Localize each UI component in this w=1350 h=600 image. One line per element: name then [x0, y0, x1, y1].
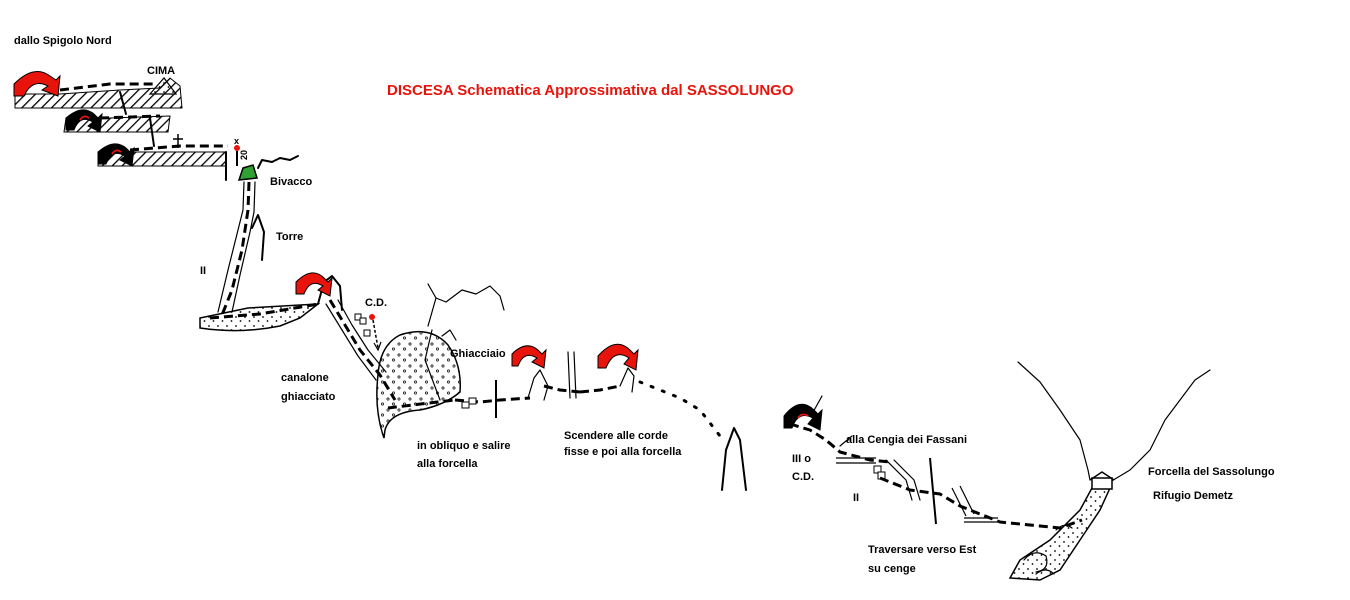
rock-outline [885, 459, 913, 501]
label-obliquo: in obliquo e salire [417, 440, 511, 452]
forcella-rock [527, 369, 549, 401]
label-dallo-spigolo-nord: dallo Spigolo Nord [14, 35, 112, 47]
rock-outline [427, 283, 437, 327]
svg-text:x: x [234, 136, 239, 146]
route-oblique [454, 396, 531, 404]
curved-arrow-icon [783, 403, 823, 431]
label-forcella: Forcella del Sassolungo [1148, 466, 1275, 478]
canalone-wall-right [337, 299, 387, 373]
rock-outline [839, 435, 853, 447]
abseil-length: 20 [239, 150, 249, 160]
route-dotted [638, 380, 722, 438]
rock-outline [893, 459, 921, 501]
route-fixed-ropes [579, 384, 621, 394]
route-traverse [879, 476, 1083, 530]
gully-wall-left [217, 181, 245, 313]
rock-outline [619, 367, 635, 393]
rock-outline [441, 329, 457, 341]
curved-arrow-icon [511, 345, 547, 369]
route-terrace [209, 302, 319, 320]
fixed-rope [573, 351, 577, 399]
valley-left-ridge [1017, 361, 1091, 481]
summit-ridge [14, 77, 227, 181]
label-ghiacciato: ghiacciato [281, 391, 336, 403]
hut-icon [1089, 471, 1115, 490]
gully-wall-right [231, 181, 256, 313]
label-torre: Torre [276, 231, 303, 243]
label-canalone: canalone [281, 372, 329, 384]
label-cima: CIMA [147, 65, 175, 77]
route-cengia [789, 422, 891, 464]
label-cd: C.D. [365, 297, 387, 309]
label-grade-ii: II [200, 265, 206, 277]
label-su-cenge: su cenge [868, 563, 916, 575]
curved-arrow-icon [295, 272, 333, 297]
route-gully [220, 181, 251, 316]
rappel-point-icon: x 20 [234, 136, 249, 166]
curved-arrow-icon [13, 71, 61, 97]
label-traversare: Traversare verso Est [868, 544, 977, 556]
bivouac-icon [237, 164, 258, 181]
fixed-rope [567, 351, 571, 399]
route-ridge-3 [129, 144, 228, 152]
route-glacier-edge [387, 398, 456, 410]
summit-cairn-icon [148, 77, 178, 95]
curved-arrow-icon [97, 143, 135, 167]
glacier [376, 329, 461, 439]
rock-outline [257, 155, 299, 169]
route-forcella [543, 384, 581, 394]
curved-arrow-icon [597, 343, 639, 371]
curved-arrow-icon [65, 109, 103, 133]
diagram-title: DISCESA Schematica Approssimativa dal SA… [387, 82, 794, 99]
label-grade-ii-lower: II [853, 492, 859, 504]
label-cengia-fassani: alla Cengia dei Fassani [846, 434, 967, 446]
canalone-wall-left [325, 303, 377, 381]
label-iii-o: III o [792, 453, 811, 465]
pinnacle [721, 427, 747, 491]
route-summit [59, 82, 155, 92]
label-alla-forcella: alla forcella [417, 458, 478, 470]
rock-outline [435, 285, 505, 311]
torre-rock [251, 214, 265, 261]
forcella-scree [1008, 487, 1112, 581]
label-rifugio: Rifugio Demetz [1153, 490, 1234, 502]
valley-right-ridge [1109, 369, 1211, 483]
rock-outline [1055, 524, 1073, 531]
scree-terrace [199, 303, 321, 332]
rappel-point-icon [369, 314, 382, 352]
cross-icon [173, 134, 183, 148]
label-ghiacciaio: Ghiacciaio [450, 348, 506, 360]
rock-outline [1035, 569, 1055, 575]
label-cd-lower: C.D. [792, 471, 814, 483]
route-ridge-2 [99, 114, 161, 120]
label-scendere: Scendere alle corde [564, 430, 668, 442]
label-bivacco: Bivacco [270, 176, 312, 188]
label-fisse: fisse e poi alla forcella [564, 446, 682, 458]
